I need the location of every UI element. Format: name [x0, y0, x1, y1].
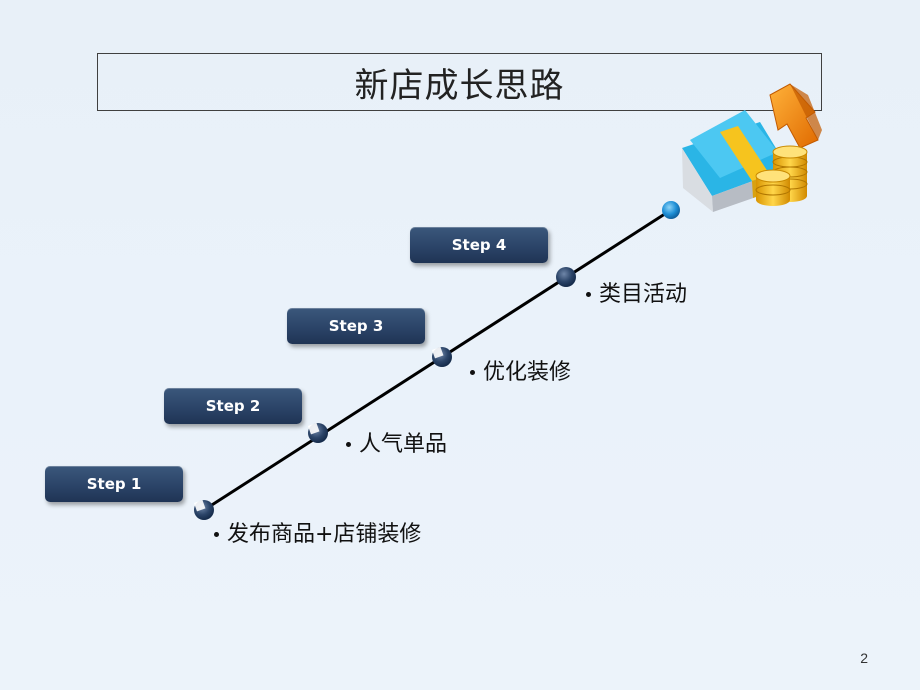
step-1-button: Step 1 [45, 466, 183, 502]
bullet-icon [346, 441, 351, 447]
step-2-button: Step 2 [164, 388, 302, 424]
bullet-icon [470, 369, 475, 375]
step-1-label-text: 发布商品+店铺装修 [227, 522, 422, 547]
step-node-3 [431, 346, 452, 367]
step-node-1 [193, 499, 214, 520]
step-2-label: 人气单品 [346, 426, 447, 458]
step-4-button: Step 4 [410, 227, 548, 263]
slide-title: 新店成长思路 [354, 65, 565, 106]
top-node [662, 201, 680, 219]
title-box: 新店成长思路 [97, 53, 822, 111]
page-number: 2 [860, 650, 868, 666]
money-box-coins-arrow-icon [682, 83, 822, 212]
step-4-label-text: 类目活动 [599, 282, 688, 307]
step-node-4 [556, 267, 576, 287]
bullet-icon [586, 291, 591, 297]
step-3-label: 优化装修 [470, 354, 571, 386]
step-1-label: 发布商品+店铺装修 [214, 516, 421, 548]
step-2-label-text: 人气单品 [359, 432, 448, 457]
bullet-icon [214, 531, 219, 537]
step-3-button: Step 3 [287, 308, 425, 344]
step-4-label: 类目活动 [586, 276, 687, 308]
step-3-label-text: 优化装修 [483, 360, 572, 385]
step-node-2 [307, 422, 328, 443]
